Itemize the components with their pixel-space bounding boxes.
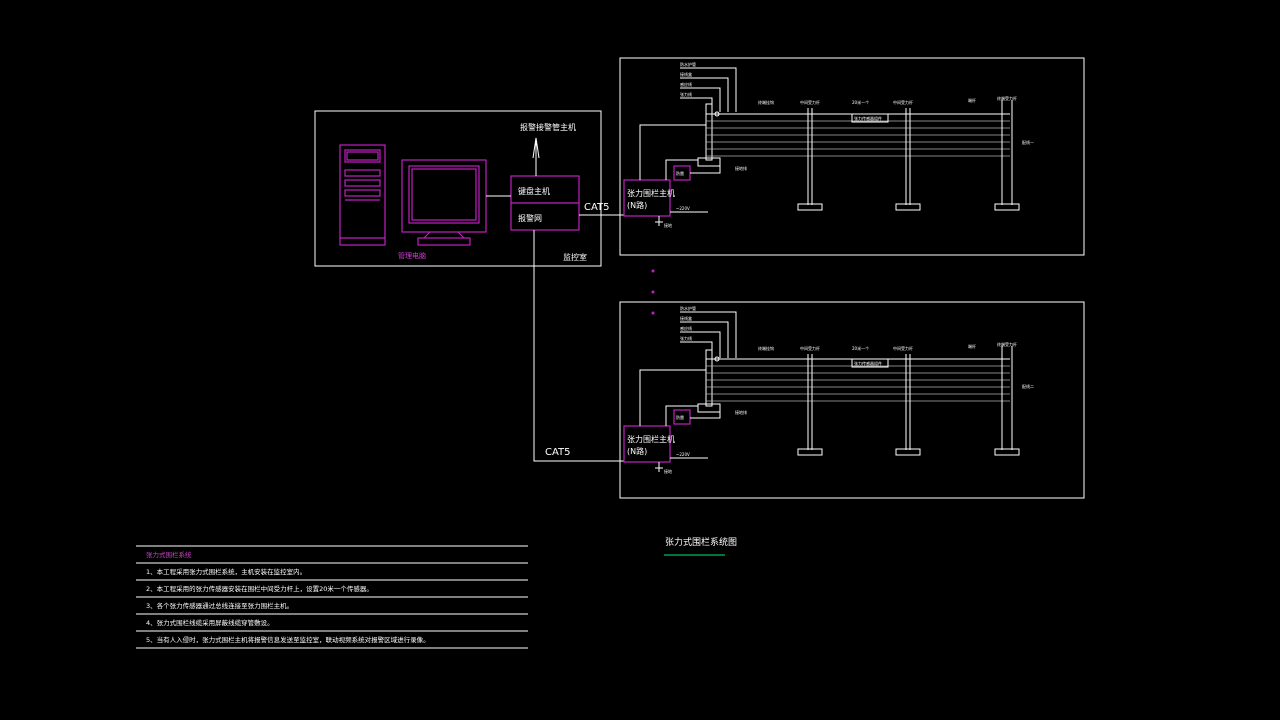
left-label-3: 感应线 <box>680 81 692 87</box>
note-item: 3、各个张力传感器通过总线连接至张力围栏主机。 <box>146 601 293 610</box>
top-label-3: 20米一个 <box>852 345 869 351</box>
ground-label: 接地 <box>664 468 672 474</box>
cable-label-2: CAT5 <box>545 447 571 458</box>
left-label-4: 张力线 <box>680 335 692 341</box>
cable-2 <box>533 230 624 462</box>
note-item: 2、本工程采用的张力传感器安装在围栏中间受力杆上，设置20米一个传感器。 <box>146 584 373 593</box>
fence-host-label: 张力围栏主机 <box>627 188 675 198</box>
note-item: 5、当有人入侵时，张力式围栏主机将报警信息发送至监控室，联动视频系统对报警区域进… <box>146 635 430 644</box>
notes-table: 张力式围栏系统 1、本工程采用张力式围栏系统，主机安装在监控室内。 2、本工程采… <box>136 545 528 649</box>
cable-label-1: CAT5 <box>584 202 610 213</box>
left-label-2: 接线盒 <box>680 71 692 77</box>
sensor-label: 张力传感器组件 <box>854 360 882 366</box>
power-label: ~220V <box>676 452 690 457</box>
fence-frame <box>619 301 1085 499</box>
right-label: 配线一 <box>1022 139 1034 145</box>
bottom-label: 接地排 <box>735 165 747 171</box>
sensor-box <box>851 358 889 368</box>
continuation-dots <box>651 269 655 315</box>
fence-system-1: 张力围栏主机 (N路) 防雷 ~220V 接地 接地排 防水护管 接线盒 感应线… <box>619 57 1085 256</box>
top-label-5: 端杆 <box>968 343 976 349</box>
fence-wires <box>706 358 1010 402</box>
top-label-6: 终端受力杆 <box>997 95 1017 101</box>
relay-label: 防雷 <box>676 170 684 176</box>
left-label-2: 接线盒 <box>680 315 692 321</box>
fence-posts <box>797 100 1020 211</box>
fence-host-label: 张力围栏主机 <box>627 434 675 444</box>
alarm-host-label: 报警接警管主机 <box>520 122 576 132</box>
power-label: ~220V <box>676 206 690 211</box>
fence-host-box <box>623 425 671 463</box>
room-label: 监控室 <box>563 252 587 262</box>
top-label-2: 中间受力杆 <box>800 345 820 351</box>
note-item: 4、张力式围栏线缆采用屏蔽线缆穿管敷设。 <box>146 618 274 627</box>
top-label-4: 中间受力杆 <box>893 99 913 105</box>
sensor-label: 张力传感器组件 <box>854 115 882 121</box>
right-label: 配线二 <box>1022 383 1034 389</box>
monitor-icon <box>401 159 487 246</box>
left-label-3: 感应线 <box>680 325 692 331</box>
top-label-5: 端杆 <box>968 97 976 103</box>
ground-label: 接地 <box>664 222 672 228</box>
alarm-unit-label: 报警网 <box>518 213 542 223</box>
fence-system-2: 张力围栏主机 (N路) 防雷 ~220V 接地 接地排 防水护管 接线盒 感应线… <box>619 301 1085 499</box>
top-label-4: 中间受力杆 <box>893 345 913 351</box>
sensor-box <box>851 113 889 123</box>
left-label-1: 防水护管 <box>680 61 696 67</box>
top-label-2: 中间受力杆 <box>800 99 820 105</box>
monitor-room-frame <box>314 110 602 267</box>
left-label-4: 张力线 <box>680 91 692 97</box>
fence-host-box <box>623 179 671 217</box>
bottom-label: 接地排 <box>735 409 747 415</box>
top-label-3: 20米一个 <box>852 99 869 105</box>
diagram-title: 张力式围栏系统图 <box>665 536 737 548</box>
antenna-icon <box>532 137 540 176</box>
notes-heading: 张力式围栏系统 <box>146 550 192 559</box>
fence-host-sublabel: (N路) <box>627 446 647 456</box>
left-label-1: 防水护管 <box>680 305 696 311</box>
top-label-1: 终端挂钩 <box>758 345 774 351</box>
keyboard-host-label: 键盘主机 <box>518 186 550 196</box>
monitor-room: 管理电脑 键盘主机 报警网 报警接警管主机 监控室 <box>314 110 602 267</box>
fence-frame <box>619 57 1085 256</box>
relay-label: 防雷 <box>676 414 684 420</box>
fence-host-sublabel: (N路) <box>627 200 647 210</box>
relay-box <box>673 409 691 425</box>
fence-posts <box>797 346 1020 456</box>
pc-tower-icon <box>339 144 386 246</box>
top-label-1: 终端挂钩 <box>758 99 774 105</box>
top-label-6: 终端受力杆 <box>997 341 1017 347</box>
note-item: 1、本工程采用张力式围栏系统，主机安装在监控室内。 <box>146 567 306 576</box>
computer-label: 管理电脑 <box>398 251 426 260</box>
